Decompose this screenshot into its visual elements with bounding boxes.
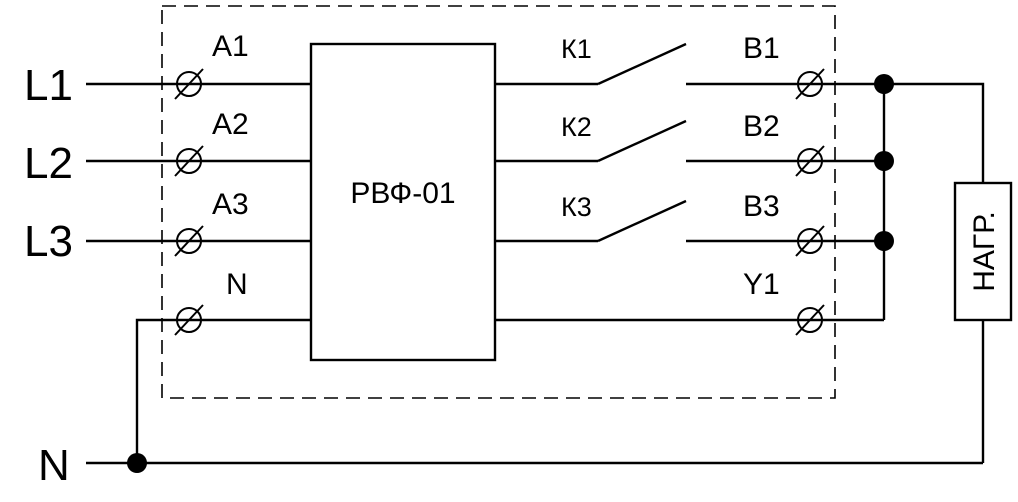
contact-k1-label: К1 — [561, 34, 592, 64]
contact-k1 — [495, 42, 884, 86]
terminal-n-label: N — [226, 268, 248, 301]
terminal-a3-label: A3 — [212, 188, 249, 221]
terminal-b1-label: B1 — [743, 32, 780, 65]
neutral-junction-dot — [127, 453, 147, 473]
load-label: НАГР. — [968, 211, 1001, 292]
contact-k3-label: К3 — [561, 192, 592, 222]
terminal-a2-label: A2 — [212, 108, 249, 141]
input-l2-label: L2 — [24, 139, 73, 188]
terminal-b3 — [795, 225, 825, 257]
contact-k2-label: К2 — [561, 112, 592, 142]
contact-k3 — [495, 199, 884, 243]
relay-label: РВФ-01 — [350, 177, 455, 210]
terminal-n — [174, 304, 204, 336]
terminal-b1 — [795, 68, 825, 100]
load-box — [953, 181, 1013, 322]
device-enclosure — [161, 5, 836, 399]
terminal-y1 — [795, 304, 825, 336]
input-l1-label: L1 — [24, 61, 73, 110]
terminal-b3-label: B3 — [743, 190, 780, 223]
wire-load-top — [884, 82, 985, 183]
wire-n-input — [135, 318, 311, 463]
input-l3-label: L3 — [24, 217, 73, 266]
terminal-a2 — [174, 145, 204, 177]
bus-junction-b2 — [874, 151, 894, 171]
terminal-b2-label: B2 — [743, 110, 780, 143]
terminal-y1-label: Y1 — [743, 268, 780, 301]
terminal-a1 — [174, 68, 204, 100]
terminal-a1-label: A1 — [212, 30, 249, 63]
input-n-label: N — [38, 441, 70, 490]
relay-block — [309, 42, 497, 362]
bus-junction-b3 — [874, 231, 894, 251]
terminal-a3 — [174, 225, 204, 257]
contact-k2 — [495, 119, 884, 163]
terminal-b2 — [795, 145, 825, 177]
